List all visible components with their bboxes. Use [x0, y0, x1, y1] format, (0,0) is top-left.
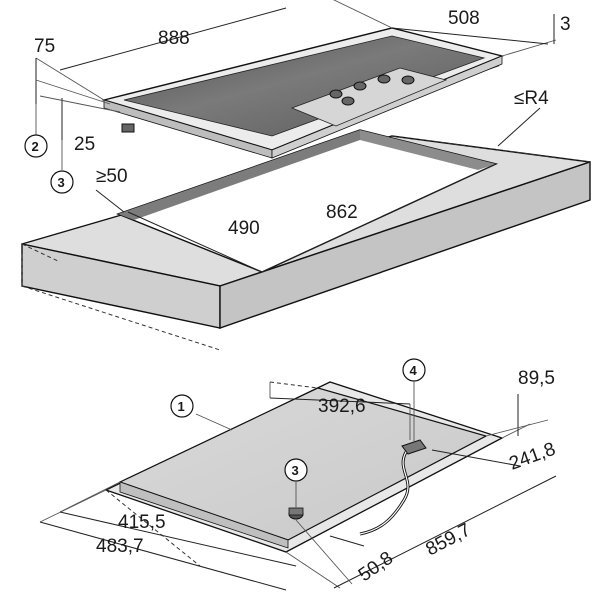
dim-415-5-label: 415,5	[118, 512, 166, 533]
underside-casing-front	[119, 481, 289, 549]
dim-line-888	[59, 7, 287, 71]
dim-241-8-label: 241,8	[507, 439, 559, 475]
dim-line-392-6	[269, 397, 411, 405]
dim-50-8-label: 50,8	[355, 548, 397, 586]
dim-line-241-8	[431, 449, 521, 467]
dim-25-label: 25	[74, 134, 95, 155]
underside-dashed-back	[269, 381, 319, 389]
dim-line-490	[127, 211, 263, 273]
hob-knob-1	[329, 89, 343, 99]
gas-connection	[288, 507, 304, 520]
bottom-dimensions	[39, 382, 557, 591]
countertop-dashed-left	[21, 243, 61, 263]
callout-3-bottom: 3	[284, 458, 308, 482]
countertop-dashed-back	[391, 135, 591, 163]
callout-3-bottom-label: 3	[292, 463, 299, 478]
callout-1-label: 1	[178, 399, 185, 414]
underside-dashed-outline	[105, 489, 201, 567]
callout-1-bottom: 1	[170, 394, 194, 418]
dim-392-6-label: 392,6	[318, 396, 366, 417]
dim-line-50	[95, 189, 125, 213]
dim-888-label: 888	[158, 28, 190, 49]
dim-75-label: 75	[34, 36, 55, 57]
callout-2-label: 2	[32, 139, 39, 154]
dim-line-50-8	[329, 535, 365, 547]
callout-3-label: 3	[58, 175, 65, 190]
cutout-inner-wall-back	[360, 130, 496, 170]
countertop-right-face	[219, 161, 591, 329]
hob-knob-4	[401, 75, 415, 85]
dim-483-7-label: 483,7	[96, 536, 144, 557]
callout-2-top: 2	[24, 134, 48, 158]
dim-508-label: 508	[448, 8, 480, 29]
hob-foot	[121, 123, 135, 133]
dim-3-label: 3	[560, 14, 571, 35]
hob-knob-2	[353, 81, 367, 91]
cutout-inner-wall-left	[118, 130, 360, 220]
dim-line-415-5	[59, 511, 297, 567]
cutout	[116, 129, 499, 273]
callout-3-top: 3	[50, 170, 74, 194]
dim-line-859-7	[333, 475, 557, 589]
dim-859-7-label: 859,7	[422, 520, 474, 561]
hob-knob-5	[341, 96, 355, 106]
callout-4-bottom: 4	[402, 358, 426, 382]
dim-line-r4	[497, 107, 541, 147]
top-dimensions	[35, 0, 557, 273]
hob-knob-3	[377, 74, 391, 84]
dim-862-label: 862	[326, 202, 358, 223]
dim-line-483-7	[39, 521, 287, 591]
dim-50-label: ≥50	[96, 166, 128, 187]
hob-glass	[123, 35, 486, 137]
dim-490-label: 490	[228, 218, 260, 239]
dim-line-508	[391, 27, 549, 45]
dim-r4-label: ≤R4	[514, 88, 549, 109]
hob-top	[101, 27, 505, 159]
dim-89-5-label: 89,5	[518, 368, 555, 389]
callout-4-label: 4	[410, 363, 418, 378]
dim-line-862	[261, 163, 497, 273]
